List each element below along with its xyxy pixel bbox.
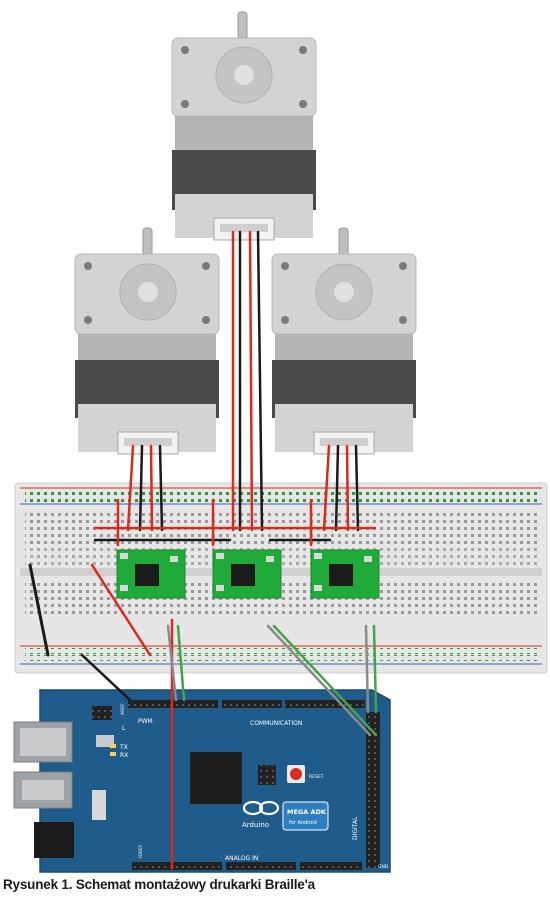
- wire-m2-a: [126, 444, 135, 532]
- signal-d2-green: [272, 624, 378, 737]
- ioref-label: IOREF: [138, 844, 144, 858]
- badge-title: MEGA ADK: [287, 808, 327, 816]
- signal-d2-gray: [266, 624, 372, 737]
- wire-m1-d: [256, 230, 264, 532]
- communication-label: COMMUNICATION: [250, 720, 302, 727]
- figure-caption: Rysunek 1. Schemat montażowy drukarki Br…: [3, 877, 315, 892]
- board-badge: [282, 801, 329, 831]
- stepper-driver-1: [116, 549, 186, 599]
- badge-subtitle: for Android: [289, 820, 317, 826]
- arduino-logo: [242, 800, 280, 816]
- signal-d1-gray: [166, 624, 178, 702]
- vcc-wire: [90, 563, 152, 657]
- gnd-label: GND: [378, 864, 389, 870]
- wire-m3-c: [345, 444, 350, 532]
- reset-label: RESET: [309, 774, 324, 780]
- tx-label: TX: [119, 744, 128, 751]
- signal-d3-gray: [364, 624, 370, 714]
- rx-label: RX: [120, 752, 128, 759]
- wire-m2-b: [138, 444, 144, 532]
- wire-m3-b: [334, 444, 340, 532]
- tx-led: [110, 744, 116, 748]
- microcontroller-chip: [190, 752, 242, 804]
- stepper-driver-2: [212, 549, 282, 599]
- analog-in-label: ANALOG IN: [225, 855, 258, 862]
- stepper-driver-3: [310, 549, 380, 599]
- signal-d3-green: [372, 624, 378, 714]
- stepper-motor-1: [171, 11, 317, 241]
- wire-m1-c: [248, 230, 254, 532]
- l-led-label: L: [122, 725, 126, 732]
- arduino-mega-adk: COMMUNICATION ANALOG IN DIGITAL PWM TX R…: [13, 689, 391, 873]
- digital-label: DIGITAL: [352, 816, 359, 840]
- gnd-wire-board: [80, 653, 132, 702]
- pwm-label: PWM: [138, 718, 153, 725]
- gnd-wire-left: [28, 563, 50, 657]
- stepper-motor-3: [271, 227, 417, 455]
- dc-jack: [34, 822, 74, 858]
- wires: [28, 230, 378, 870]
- stepper-motor-2: [74, 227, 220, 455]
- reset-button: [287, 765, 305, 783]
- wire-m3-d: [354, 444, 360, 532]
- aref-label: AREF: [120, 703, 126, 715]
- wire-m2-d: [158, 444, 164, 532]
- signal-d1-green: [176, 624, 186, 702]
- arduino-logo-text: Arduino: [242, 821, 269, 829]
- assembly-diagram: COMMUNICATION ANALOG IN DIGITAL PWM TX R…: [13, 11, 548, 873]
- wire-m3-a: [322, 444, 331, 532]
- wire-m2-c: [149, 444, 154, 532]
- rx-led: [110, 752, 116, 756]
